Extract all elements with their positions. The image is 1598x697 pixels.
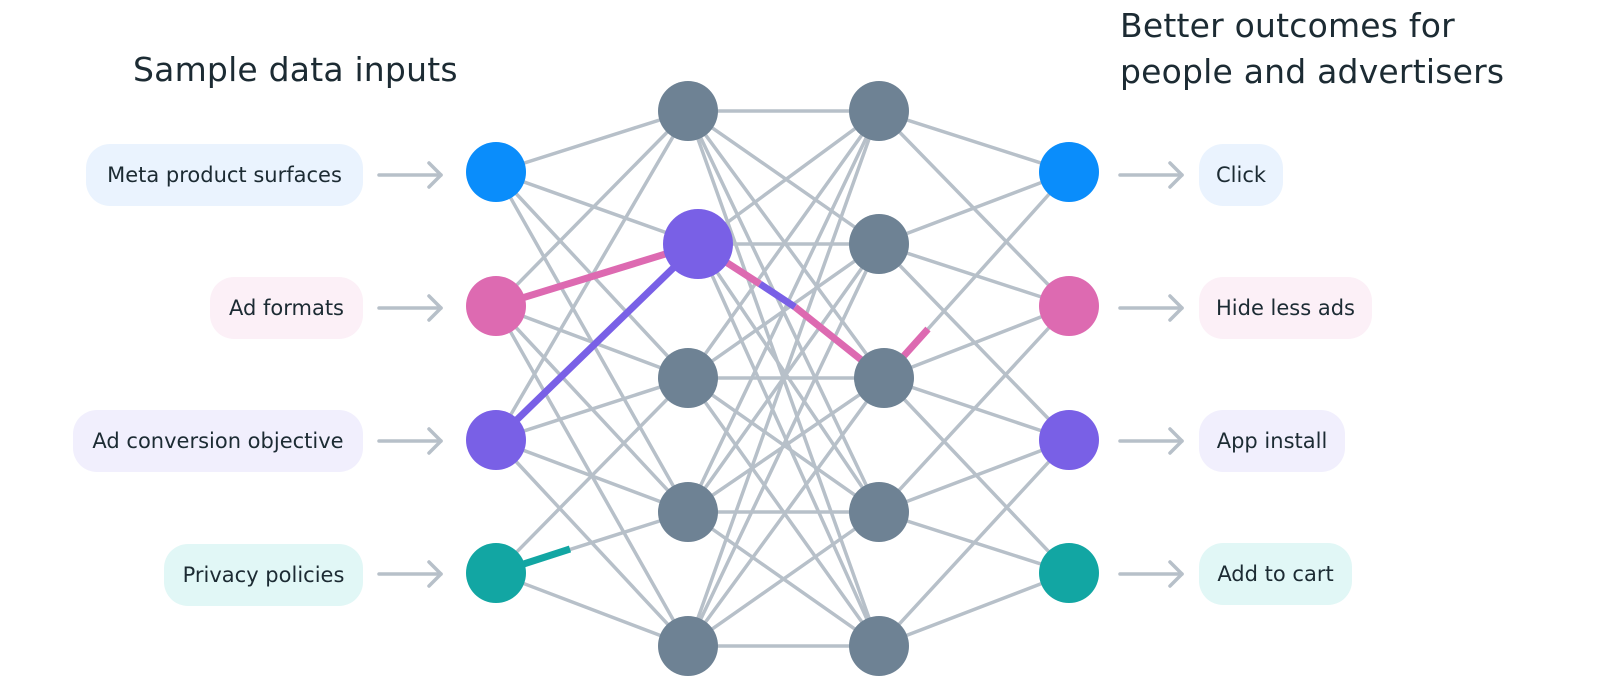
input-node-ad-formats (466, 276, 526, 336)
input-pill-meta-product-surfaces: Meta product surfaces (86, 144, 363, 206)
hidden-node (849, 616, 909, 676)
input-label: Ad conversion objective (92, 429, 344, 453)
outputs-title-line1: Better outcomes for (1120, 6, 1455, 45)
output-label: Add to cart (1217, 562, 1334, 586)
output-node-hide-less-ads (1039, 276, 1099, 336)
hidden-node (658, 616, 718, 676)
output-pill-add-to-cart: Add to cart (1199, 543, 1352, 605)
arrow-right-icon (1118, 427, 1184, 455)
input-label: Meta product surfaces (107, 163, 342, 187)
input-label: Privacy policies (182, 563, 345, 587)
hidden-node (658, 348, 718, 408)
output-pill-click: Click (1199, 144, 1283, 206)
output-node-click (1039, 142, 1099, 202)
hidden-node-highlighted (663, 209, 733, 279)
hidden-node (849, 482, 909, 542)
output-pill-hide-less-ads: Hide less ads (1199, 277, 1372, 339)
arrow-right-icon (377, 161, 443, 189)
hidden-node (658, 81, 718, 141)
outputs-title-line2: people and advertisers (1120, 52, 1505, 91)
input-node-privacy-policies (466, 543, 526, 603)
hidden-node (658, 482, 718, 542)
network-edges (494, 109, 1071, 648)
hidden-node (849, 81, 909, 141)
input-pill-privacy-policies: Privacy policies (164, 544, 363, 606)
input-node-meta-product-surfaces (466, 142, 526, 202)
arrows (377, 161, 1184, 588)
input-node-ad-conversion-objective (466, 410, 526, 470)
arrow-right-icon (377, 427, 443, 455)
input-label: Ad formats (228, 296, 344, 320)
output-node-app-install (1039, 410, 1099, 470)
hidden-node (849, 214, 909, 274)
hidden-node (854, 348, 914, 408)
arrow-right-icon (377, 294, 443, 322)
arrow-right-icon (1118, 294, 1184, 322)
arrow-right-icon (1118, 161, 1184, 189)
input-pill-ad-conversion-objective: Ad conversion objective (73, 410, 363, 472)
inputs-title: Sample data inputs (133, 50, 458, 89)
output-node-add-to-cart (1039, 543, 1099, 603)
output-label: Click (1215, 163, 1267, 187)
output-label: Hide less ads (1216, 296, 1356, 320)
arrow-right-icon (1118, 560, 1184, 588)
output-label: App install (1216, 429, 1328, 453)
input-pill-ad-formats: Ad formats (210, 277, 363, 339)
output-pill-app-install: App install (1199, 410, 1345, 472)
arrow-right-icon (377, 560, 443, 588)
